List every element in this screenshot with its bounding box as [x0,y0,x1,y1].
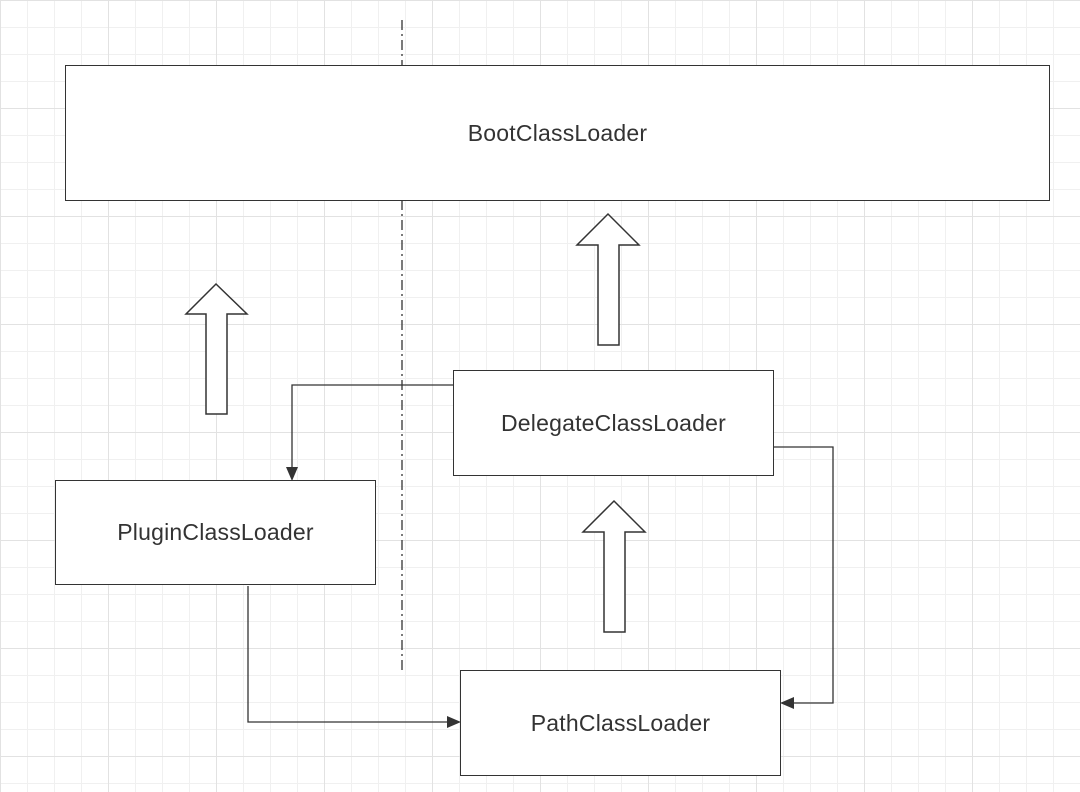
plugin-class-loader-label: PluginClassLoader [117,519,314,545]
delegate-class-loader-node: DelegateClassLoader [453,370,774,476]
hollow-up-arrow-delegate-to-boot [575,212,641,346]
path-class-loader-node: PathClassLoader [460,670,781,776]
path-class-loader-label: PathClassLoader [530,709,711,736]
connector-delegate-to-plugin [286,384,454,481]
plugin-class-loader-node: PluginClassLoader [55,480,376,585]
delegate-class-loader-label: DelegateClassLoader [501,409,726,436]
hollow-up-arrow-path-to-delegate [581,499,647,633]
connector-delegate-to-path [774,446,834,709]
boot-class-loader-label: BootClassLoader [467,119,648,146]
connector-plugin-to-path [247,586,461,728]
boot-class-loader-node: BootClassLoader [65,65,1050,201]
hollow-up-arrow-plugin-to-boot [184,282,249,415]
